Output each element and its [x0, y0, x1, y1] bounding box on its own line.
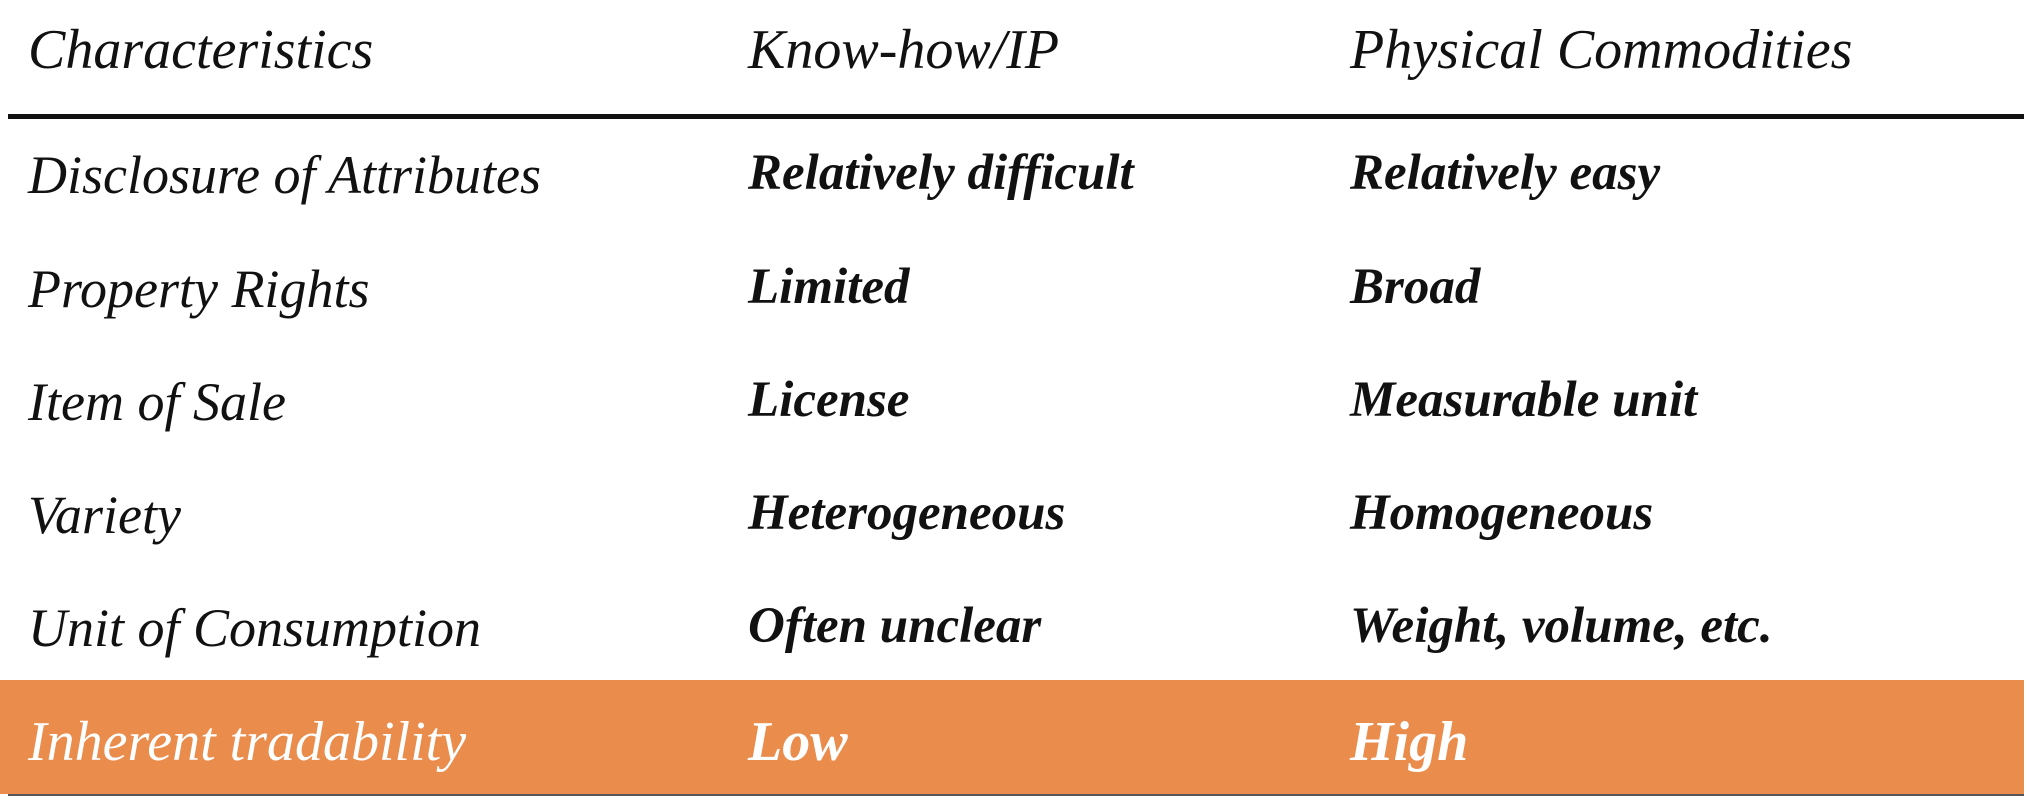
row-label: Variety	[28, 485, 181, 545]
row-label: Unit of Consumption	[28, 598, 482, 658]
knowhow-value: Often unclear	[748, 598, 1042, 654]
physical-value: Measurable unit	[1350, 372, 1698, 428]
header-characteristics: Characteristics	[28, 19, 374, 81]
row-label: Property Rights	[28, 259, 370, 319]
knowhow-value: Heterogeneous	[748, 485, 1066, 541]
physical-value: Broad	[1350, 259, 1481, 315]
summary-physical-value: High	[1350, 711, 1469, 773]
physical-value: Homogeneous	[1350, 485, 1654, 541]
physical-value: Relatively easy	[1350, 145, 1661, 201]
knowhow-value: Limited	[748, 259, 910, 315]
table-header-row: Characteristics Know-how/IP Physical Com…	[0, 22, 2030, 102]
knowhow-value: Relatively difficult	[748, 145, 1134, 201]
header-knowhow: Know-how/IP	[748, 19, 1060, 81]
row-label: Item of Sale	[28, 372, 286, 432]
row-label: Disclosure of Attributes	[28, 145, 541, 205]
summary-row-inherent-tradability: Inherent tradability Low High	[0, 680, 2024, 794]
physical-value: Weight, volume, etc.	[1350, 598, 1773, 654]
header-divider	[8, 114, 2024, 119]
summary-label: Inherent tradability	[28, 711, 467, 773]
bottom-divider	[8, 794, 2024, 796]
knowhow-value: License	[748, 372, 910, 428]
summary-knowhow-value: Low	[748, 711, 848, 773]
header-physical-commodities: Physical Commodities	[1350, 19, 1853, 81]
